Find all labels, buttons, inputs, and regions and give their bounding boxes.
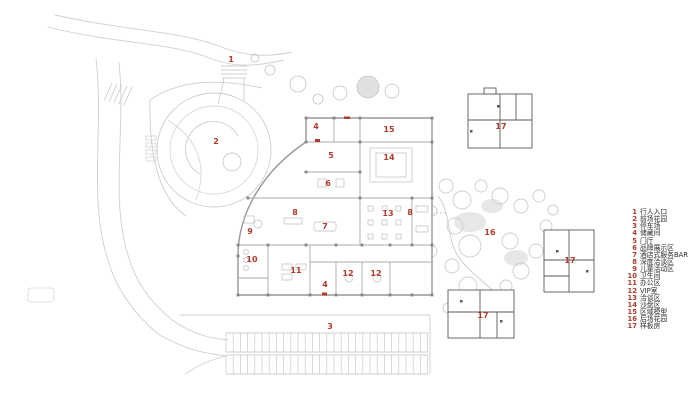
legend-item-number: 8: [632, 257, 637, 266]
plan-marker-15: 15: [383, 125, 395, 134]
legend-item-number: 10: [627, 272, 637, 281]
plan-marker-5: 5: [328, 151, 334, 160]
plan-marker-4: 4: [322, 280, 328, 289]
legend-item-number: 17: [627, 322, 637, 331]
plan-marker-6: 6: [325, 179, 331, 188]
plan-marker-9: 9: [247, 227, 253, 236]
roads: [27, 14, 293, 357]
legend-item-label: 酒店式服务BAR: [640, 250, 689, 259]
legend-item-number: 3: [632, 222, 637, 231]
legend-item-label: 行人入口: [640, 208, 668, 216]
legend-item-number: 12: [627, 286, 637, 295]
model-houses: [447, 87, 595, 339]
plan-marker-17: 17: [477, 311, 489, 320]
legend-item-label: 洽谈区: [640, 293, 661, 302]
entrance-steps: [217, 65, 247, 105]
legend-item-number: 15: [627, 307, 637, 316]
legend-item-number: 6: [632, 243, 637, 252]
legend-item-label: 儿童活动区: [640, 265, 674, 274]
plan-marker-4: 4: [313, 122, 319, 131]
legend-item-label: 深度洽谈区: [640, 257, 674, 266]
plan-marker-2: 2: [213, 137, 219, 146]
legend-item-label: 卫生间: [640, 272, 661, 281]
legend-item-number: 1: [632, 208, 637, 216]
legend-item-label: 后场花园: [640, 315, 668, 324]
legend-item-label: 样板房: [640, 322, 661, 331]
plan-marker-11: 11: [290, 266, 302, 275]
legend-item-label: VIP室: [640, 286, 658, 295]
legend-item-number: 13: [627, 293, 637, 302]
legend-item-number: 4: [632, 229, 637, 238]
legend-item-label: 储藏间: [640, 229, 661, 238]
legend-item-label: 门厅: [640, 236, 654, 245]
plan-marker-1: 1: [228, 55, 234, 64]
legend-item-label: 办公区: [640, 279, 661, 288]
front-garden: [149, 81, 272, 217]
plan-marker-12: 12: [342, 269, 354, 278]
legend-item-label: 沙盘区: [640, 300, 661, 309]
plan-marker-3: 3: [327, 322, 333, 331]
plan-marker-12: 12: [370, 269, 382, 278]
plan-marker-14: 14: [383, 153, 395, 162]
legend-item-number: 5: [632, 236, 637, 245]
legend-item-label: 品牌展示区: [640, 243, 674, 252]
structural-columns: [236, 116, 434, 297]
plan-marker-17: 17: [564, 256, 576, 265]
legend-item-label: 区域模型: [640, 307, 668, 316]
plan-marker-13: 13: [382, 209, 394, 218]
plan-marker-8: 8: [407, 208, 413, 217]
legend-item-number: 16: [627, 315, 637, 324]
main-building: [236, 116, 448, 297]
legend-item-label: 停车场: [640, 222, 661, 231]
plan-marker-8: 8: [292, 208, 298, 217]
legend-item-number: 7: [632, 250, 637, 259]
plan-marker-16: 16: [484, 228, 496, 237]
plan-marker-17: 17: [495, 122, 507, 131]
tables-13: [367, 205, 402, 240]
legend-item-label: 前场花园: [640, 215, 668, 224]
legend-item-number: 2: [632, 215, 637, 224]
plan-marker-7: 7: [322, 222, 328, 231]
plan-marker-10: 10: [246, 255, 258, 264]
trees-top: [250, 53, 400, 105]
legend-item-number: 11: [627, 279, 637, 288]
legend-item-number: 14: [627, 300, 637, 309]
legend-item-number: 9: [632, 265, 637, 274]
parking-lot: [180, 314, 431, 375]
